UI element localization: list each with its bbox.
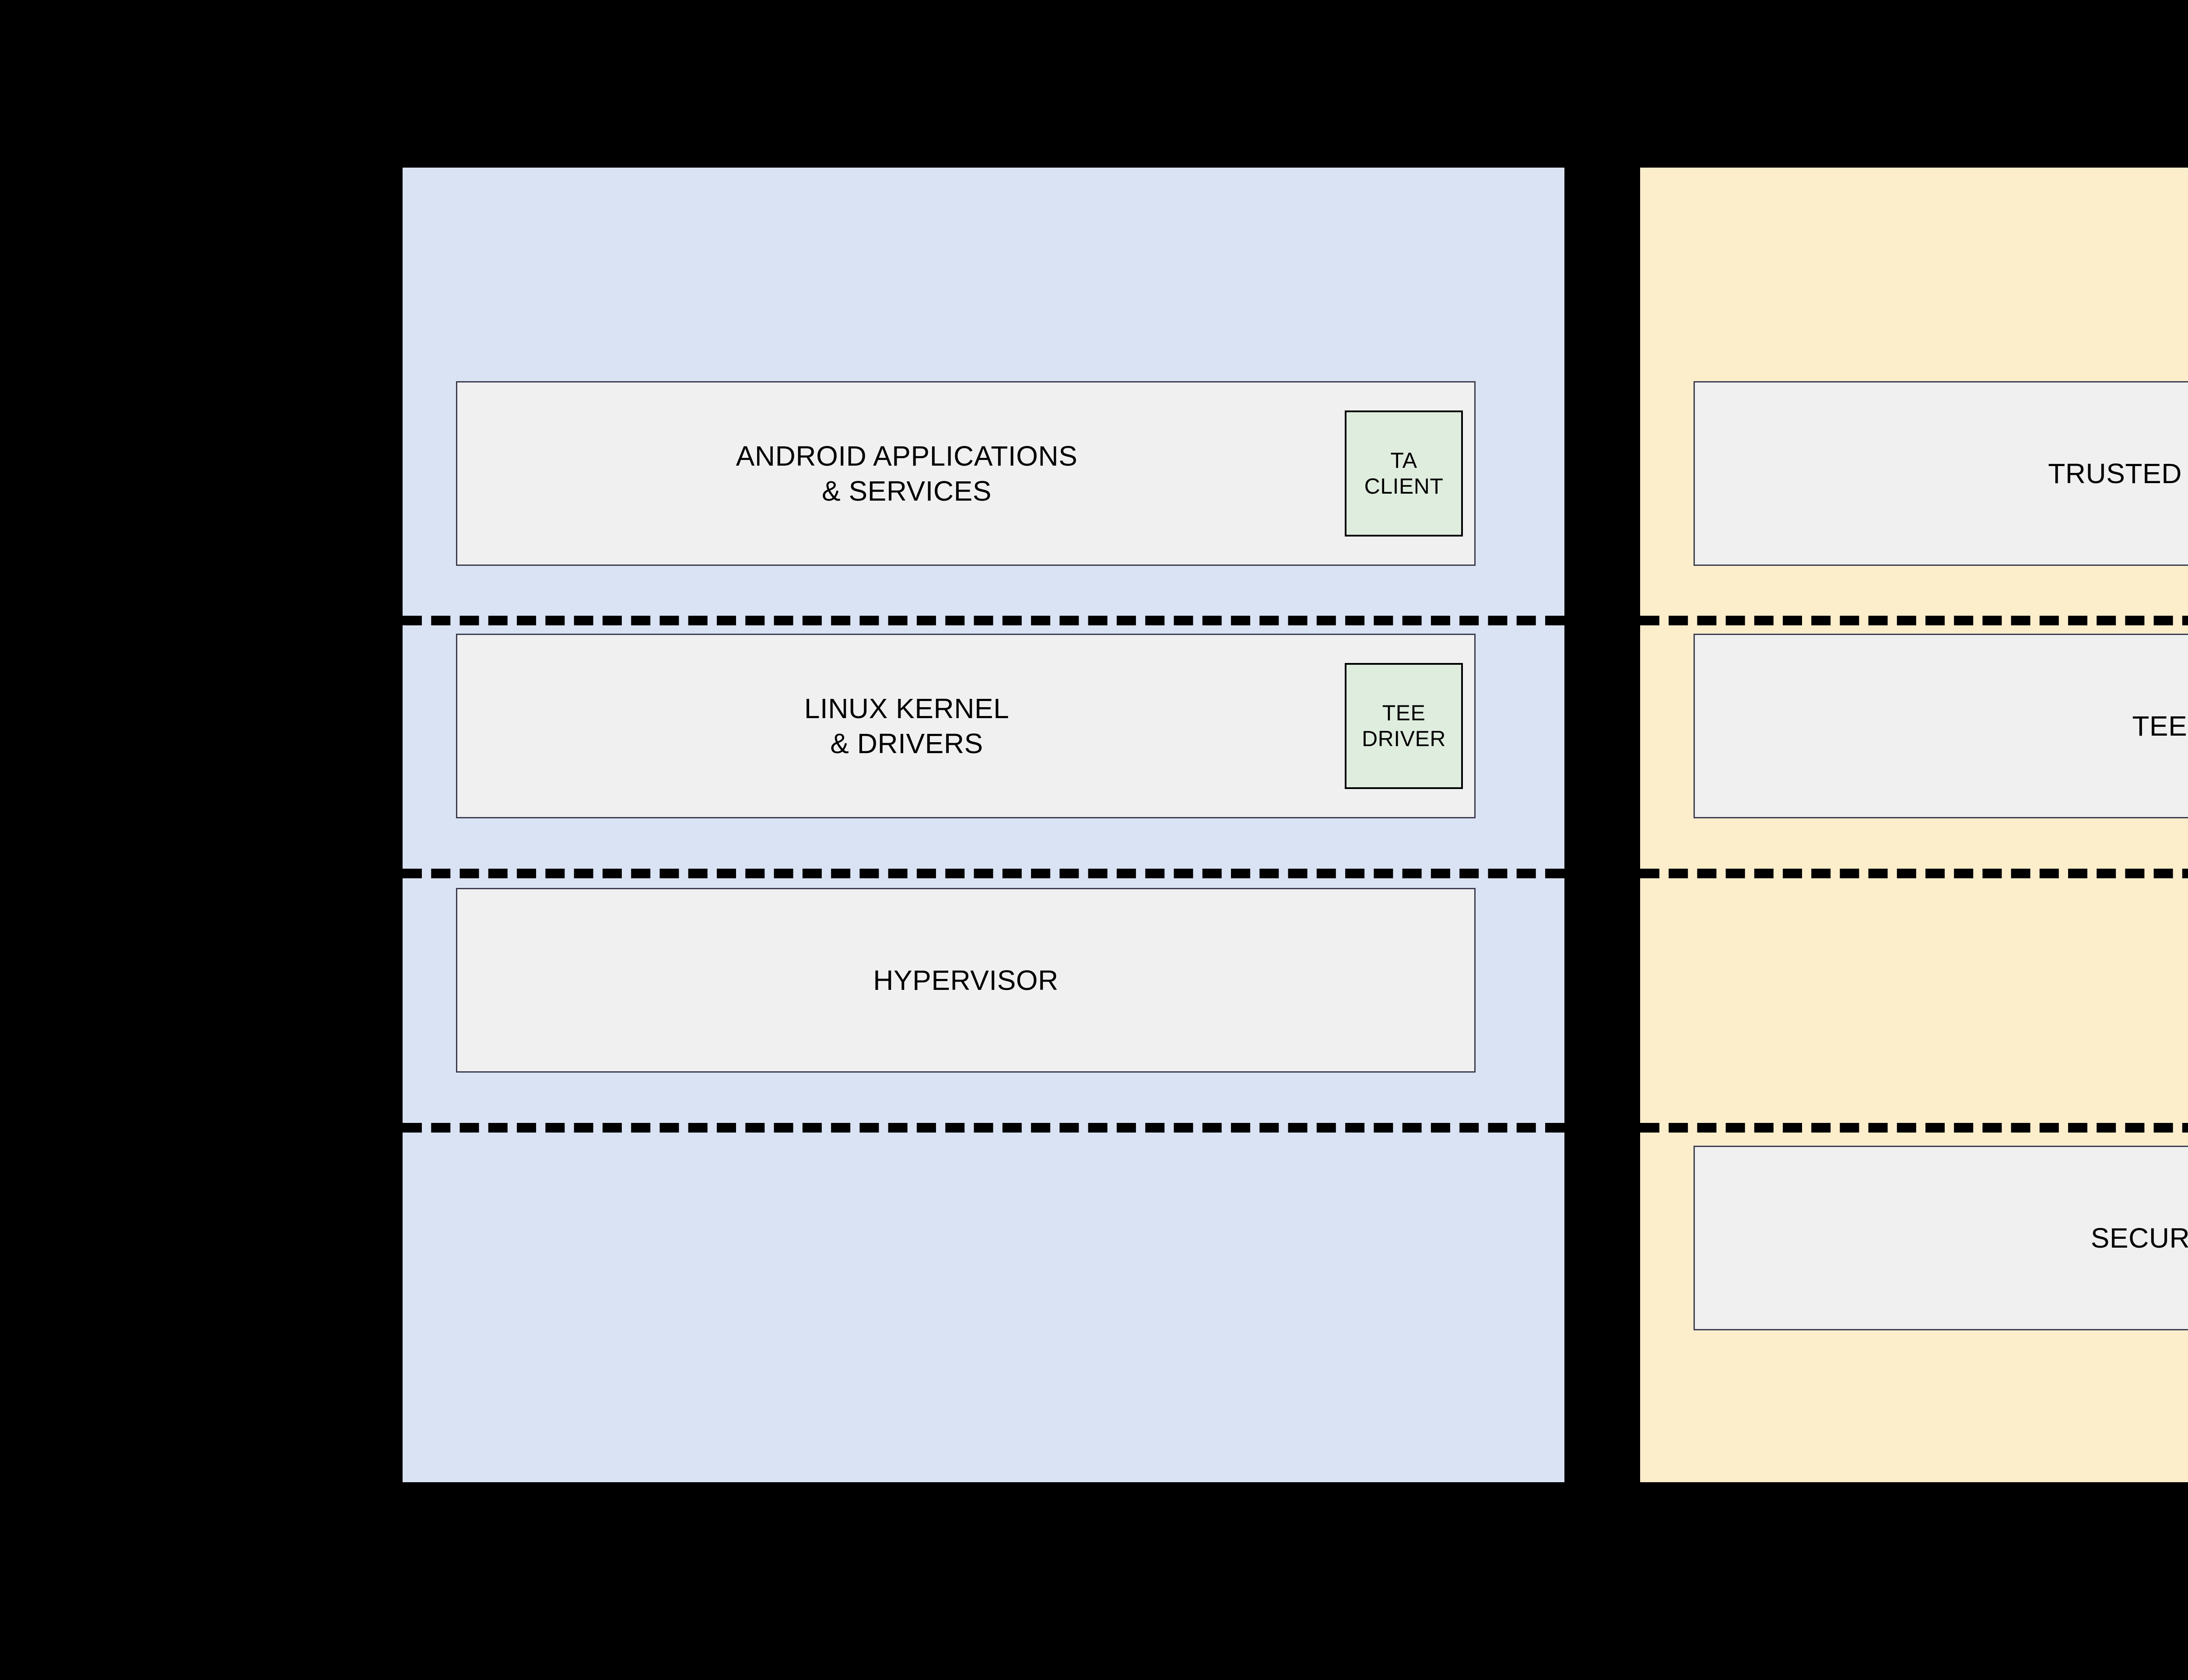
hypervisor-label: HYPERVISOR (873, 965, 1059, 996)
hypervisor-box[interactable]: HYPERVISOR (456, 888, 1476, 1073)
android-applications-label: ANDROID APPLICATIONS & SERVICES (736, 440, 1078, 507)
normal-world-panel: NORMAL WORLD ANDROID APPLICATIONS & SERV… (403, 168, 1564, 1482)
exception-level-divider-3 (403, 1123, 1564, 1133)
linux-kernel-box[interactable]: LINUX KERNEL & DRIVERS TEE DRIVER (456, 634, 1476, 818)
secure-monitor-box[interactable]: SECURE MONITOR (1694, 1146, 2188, 1330)
secure-exception-level-divider-1 (1640, 616, 2188, 625)
trusted-applications-label: TRUSTED APPLICATIONS (2048, 458, 2182, 489)
ta-client-box[interactable]: TA CLIENT (1345, 410, 1463, 537)
ta-client-label: TA CLIENT (1364, 448, 1444, 498)
trusted-applications-box[interactable]: TRUSTED APPLICATIONS (1694, 381, 2188, 566)
android-applications-box[interactable]: ANDROID APPLICATIONS & SERVICES TA CLIEN… (456, 381, 1476, 566)
tee-driver-box[interactable]: TEE DRIVER (1345, 663, 1463, 789)
tee-kernel-box[interactable]: TEE KERNEL (1694, 634, 2188, 818)
secure-monitor-label: SECURE MONITOR (2090, 1222, 2188, 1254)
exception-level-divider-1 (403, 616, 1564, 625)
exception-level-divider-2 (403, 869, 1564, 878)
secure-exception-level-divider-3 (1640, 1123, 2188, 1133)
secure-exception-level-divider-2 (1640, 869, 2188, 878)
tee-driver-label: TEE DRIVER (1362, 701, 1446, 751)
tee-kernel-label: TEE KERNEL (2132, 710, 2188, 742)
secure-world-panel: SECURE WORLD TRUSTED APPLICATIONS TEE KE… (1640, 168, 2188, 1482)
linux-kernel-label: LINUX KERNEL & DRIVERS (804, 693, 1010, 759)
